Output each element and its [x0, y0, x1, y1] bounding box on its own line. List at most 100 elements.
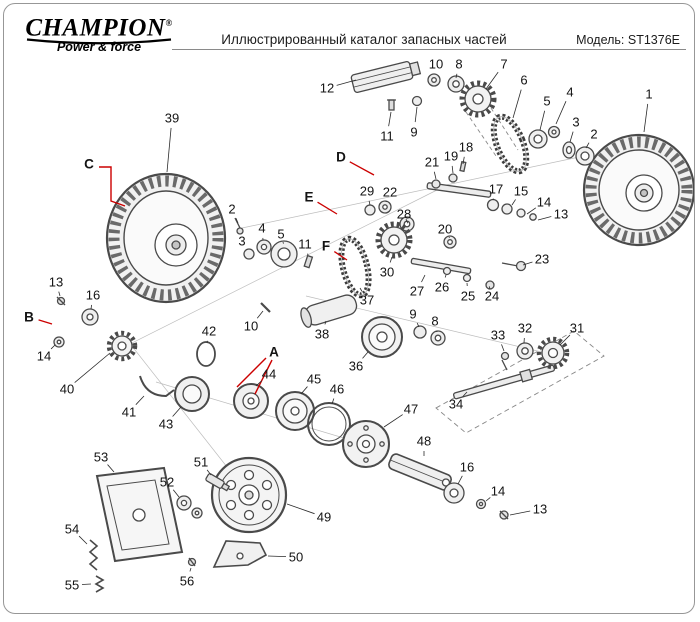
model-label: Модель: ST1376E: [576, 33, 680, 47]
part-number: 10: [429, 57, 443, 72]
header: CHAMPION® Power & force Иллюстрированный…: [4, 4, 694, 52]
part-number: 28: [397, 207, 411, 222]
part-number: 54: [65, 522, 79, 537]
part-number: 31: [570, 321, 584, 336]
part-number: 39: [165, 111, 179, 126]
part-number: 10: [244, 319, 258, 334]
callout-leader: [486, 497, 490, 501]
part-number: 4: [258, 221, 265, 236]
callout-leader: [301, 387, 307, 394]
bracket-part50: [214, 541, 266, 567]
part-number: 32: [518, 321, 532, 336]
assembly-guides-top: [466, 108, 518, 156]
callout-leader: [39, 320, 52, 324]
part-number: 15: [514, 184, 528, 199]
ring-part42: [197, 342, 215, 366]
hex-shaft-part12: [351, 59, 421, 93]
callout-leader: [644, 104, 648, 132]
callout-leader: [540, 111, 545, 130]
callout-leader: [421, 275, 425, 282]
part-number: 18: [459, 140, 473, 155]
callout-leader: [318, 202, 337, 214]
ref-letter: C: [84, 157, 94, 172]
callout-leader: [389, 112, 391, 126]
part-number: 48: [417, 434, 431, 449]
bolt-part11-top: [387, 100, 396, 110]
part-number: 9: [410, 125, 417, 140]
callout-leader: [360, 288, 362, 291]
part-number: 11: [298, 237, 312, 252]
catalog-page: CHAMPION® Power & force Иллюстрированный…: [3, 3, 695, 614]
callout-leader: [510, 511, 530, 515]
callout-leader: [257, 311, 263, 318]
part-number: 42: [202, 324, 216, 339]
ref-letter: A: [269, 345, 279, 360]
part-number: 14: [537, 195, 551, 210]
chain-part6: [487, 112, 533, 176]
pulley-part49: [212, 458, 286, 532]
logo-wordmark: CHAMPION®: [20, 10, 178, 41]
part-number: 7: [500, 57, 507, 72]
wheel-right-part1: [584, 135, 694, 245]
part-number: 2: [228, 202, 235, 217]
sprocket-part7: [462, 83, 494, 115]
sprocket-part40: [109, 333, 135, 359]
callout-leader: [390, 257, 392, 263]
part-number: 16: [460, 460, 474, 475]
part-number: 33: [491, 328, 505, 343]
part-number: 12: [320, 81, 334, 96]
part-number: 6: [520, 73, 527, 88]
part-number: 47: [404, 402, 418, 417]
callout-leader: [51, 345, 55, 349]
callout-leader: [538, 217, 551, 220]
callout-leader: [502, 344, 504, 351]
hub-hardware-left: [235, 218, 312, 312]
ref-letter: E: [304, 190, 313, 205]
callout-leader: [458, 476, 462, 484]
ref-letter: B: [24, 310, 34, 325]
part-number: 27: [410, 284, 424, 299]
callout-leader: [136, 396, 144, 405]
disc-part47: [343, 421, 389, 467]
part-number: 23: [535, 252, 549, 267]
part-number: 9: [409, 307, 416, 322]
callout-leader: [512, 199, 516, 205]
part-number: 46: [330, 382, 344, 397]
pulley-part36: [362, 317, 402, 357]
part-number: 17: [489, 182, 503, 197]
part-number: 11: [380, 129, 394, 144]
bolt-part23: [502, 262, 526, 271]
arm-part48: [387, 453, 452, 492]
bearing-part8-mid: [431, 331, 445, 345]
callout-leader: [570, 132, 573, 142]
part-number: 37: [360, 293, 374, 308]
callout-leader: [452, 166, 453, 173]
callout-leader: [527, 208, 536, 214]
part-number: 50: [289, 550, 303, 565]
part-number: 13: [554, 207, 568, 222]
callout-leader: [108, 465, 114, 472]
hardware-left: [54, 297, 98, 347]
callout-leader: [173, 407, 181, 417]
callout-leader: [59, 292, 60, 296]
washer-part9-mid: [414, 326, 426, 338]
part-number: 53: [94, 450, 108, 465]
callout-leader: [167, 128, 171, 172]
part-number: 22: [383, 185, 397, 200]
part-number: 24: [485, 289, 499, 304]
part-number: 21: [425, 155, 439, 170]
callout-leader: [287, 504, 315, 514]
ref-letter: F: [322, 239, 330, 254]
part-number: 25: [461, 289, 475, 304]
washer-part10-top: [428, 74, 440, 86]
ref-letter: D: [336, 150, 346, 165]
part-number: 20: [438, 222, 452, 237]
callout-leader: [556, 101, 566, 124]
artwork: [54, 59, 694, 592]
part-number: 13: [533, 502, 547, 517]
part-number: 30: [380, 265, 394, 280]
part-number: 26: [435, 280, 449, 295]
axle-part34-group: [436, 331, 604, 433]
callout-leader: [445, 275, 446, 278]
part-number: 1: [645, 87, 652, 102]
